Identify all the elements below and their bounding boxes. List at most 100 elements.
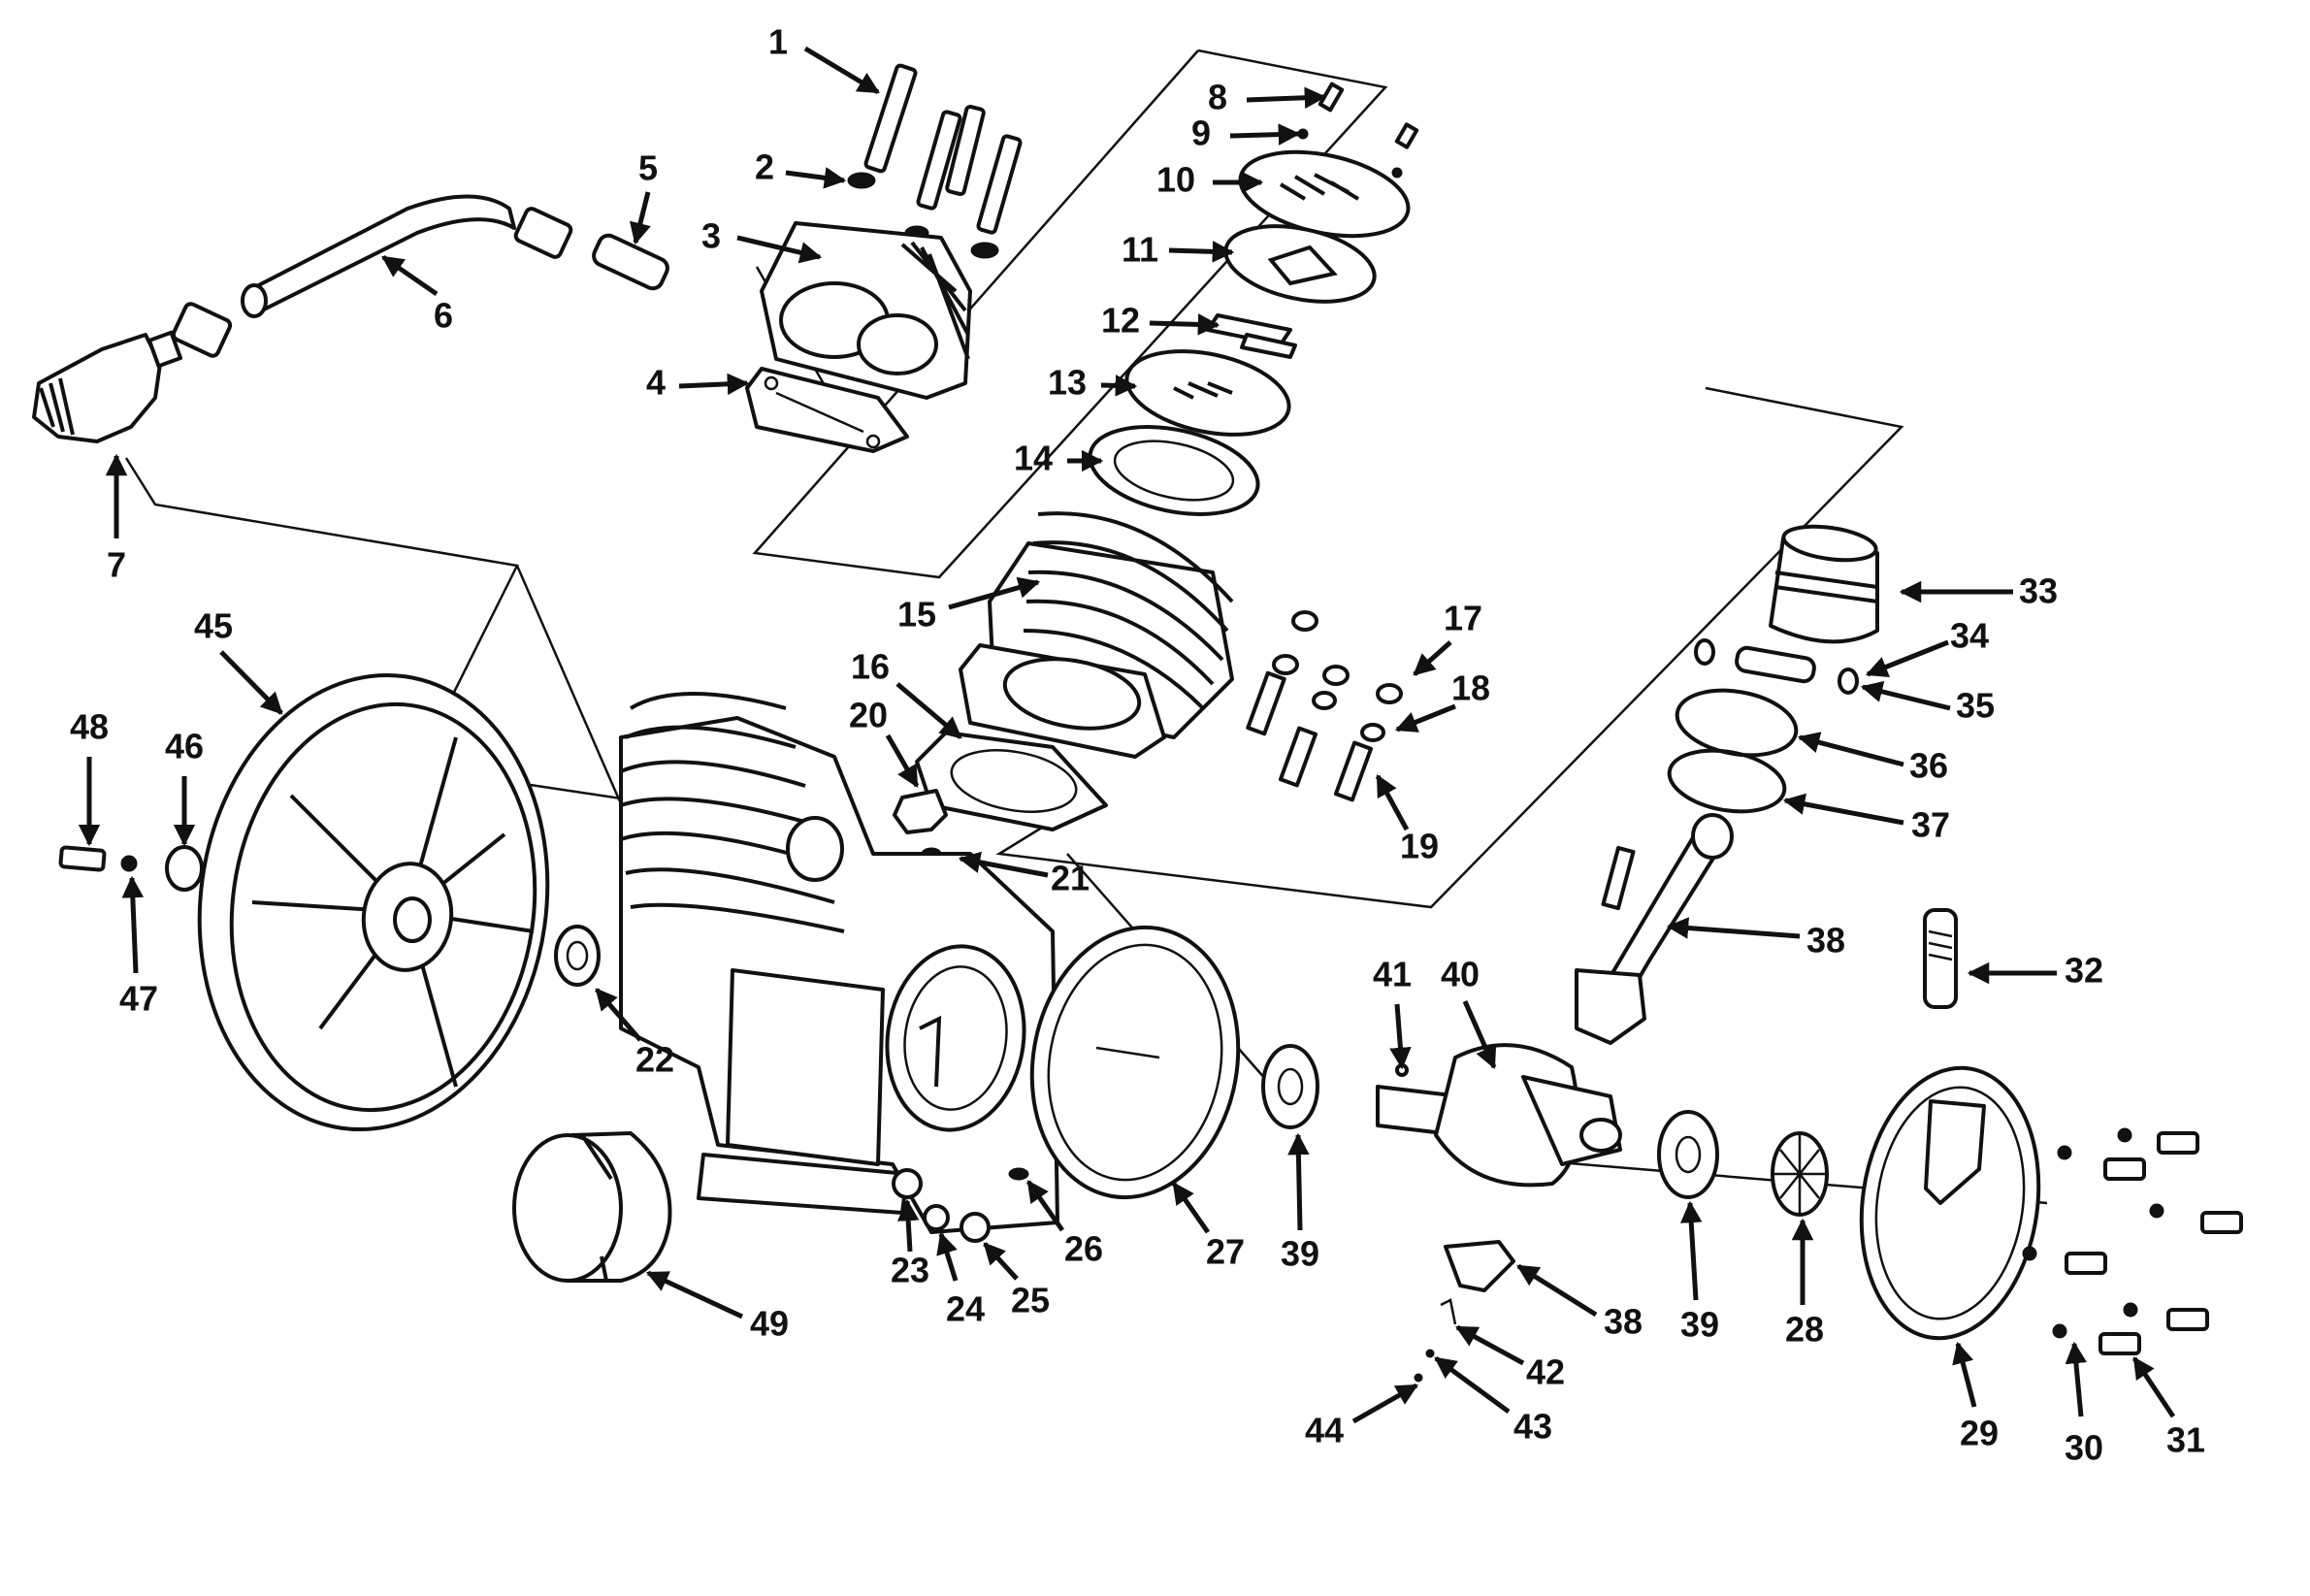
flywheel-fasteners	[58, 845, 204, 892]
callout-arrow-18	[1394, 703, 1456, 733]
callout-label-45: 45	[194, 606, 233, 646]
cylinder-head	[760, 221, 972, 400]
callout-label-5: 5	[638, 148, 658, 188]
callout-label-44: 44	[1305, 1411, 1344, 1450]
callout-arrow-39	[1679, 1200, 1703, 1301]
callout-arrow-1	[803, 46, 880, 95]
callout-label-36: 36	[1909, 746, 1948, 786]
callout-arrow-25	[983, 1242, 1019, 1281]
cylinder	[959, 511, 1234, 759]
callout-label-21: 21	[1051, 859, 1090, 898]
callout-arrow-41	[1389, 1003, 1412, 1070]
callout-label-6: 6	[434, 296, 453, 336]
callout-arrow-27	[1171, 1182, 1211, 1234]
callout-arrow-49	[645, 1270, 744, 1319]
callout-label-47: 47	[119, 979, 158, 1019]
callout-label-34: 34	[1950, 616, 1989, 656]
callout-arrow-8	[1246, 86, 1327, 110]
callout-arrow-17	[1413, 640, 1452, 676]
callout-label-35: 35	[1956, 686, 1995, 726]
callout-arrow-38	[1666, 917, 1801, 939]
callout-arrow-6	[381, 254, 439, 297]
callout-arrow-5	[629, 191, 651, 245]
callout-label-20: 20	[849, 696, 888, 735]
discharge-tube	[171, 194, 669, 358]
callout-label-9: 9	[1191, 114, 1211, 153]
wrist-pin	[1923, 908, 1958, 1009]
callout-label-1: 1	[768, 22, 788, 62]
callout-arrow-26	[1025, 1180, 1065, 1232]
callout-label-19: 19	[1400, 827, 1439, 866]
callout-arrow-19	[1375, 774, 1410, 831]
side-cover	[1029, 925, 1241, 1200]
callout-arrow-22	[595, 988, 642, 1042]
callout-arrow-9	[1229, 123, 1301, 146]
callout-label-18: 18	[1451, 668, 1490, 708]
callout-arrow-20	[885, 733, 920, 788]
main-bearings	[1261, 1044, 1719, 1199]
callout-arrow-34	[1865, 639, 1949, 677]
callout-label-41: 41	[1373, 955, 1412, 994]
flywheel	[197, 672, 550, 1132]
callout-label-46: 46	[165, 727, 204, 766]
callout-label-12: 12	[1101, 301, 1140, 341]
callout-arrow-37	[1782, 793, 1904, 826]
callout-label-26: 26	[1064, 1229, 1103, 1269]
callout-arrow-30	[2065, 1341, 2088, 1417]
callout-arrow-29	[1952, 1341, 1977, 1408]
crankshaft	[1376, 1043, 1622, 1188]
callout-label-30: 30	[2065, 1428, 2103, 1468]
callout-arrow-47	[121, 875, 145, 974]
callout-label-23: 23	[891, 1251, 929, 1290]
head-bolts	[847, 63, 1023, 259]
callout-arrow-23	[896, 1198, 920, 1253]
callout-arrow-35	[1860, 680, 1951, 711]
callout-label-38: 38	[1604, 1302, 1643, 1342]
callout-label-31: 31	[2166, 1420, 2205, 1460]
callout-arrow-31	[2131, 1356, 2176, 1418]
callout-arrow-42	[1455, 1324, 1525, 1366]
callout-arrow-45	[219, 650, 283, 715]
callout-label-27: 27	[1206, 1232, 1245, 1272]
callout-label-25: 25	[1011, 1281, 1050, 1320]
callout-label-10: 10	[1156, 160, 1195, 200]
callout-label-43: 43	[1513, 1407, 1552, 1447]
callout-arrow-43	[1434, 1355, 1511, 1415]
studs-and-nuts	[1246, 610, 1403, 802]
callout-label-3: 3	[701, 216, 721, 256]
callout-label-24: 24	[946, 1289, 985, 1329]
oil-seal	[1771, 1131, 1829, 1217]
callout-arrow-38	[1516, 1263, 1598, 1318]
callout-arrow-40	[1462, 999, 1497, 1070]
callout-arrow-2	[785, 167, 847, 189]
pulley	[512, 1131, 672, 1283]
callout-arrow-12	[1149, 313, 1220, 336]
cylinder-gasket	[915, 731, 1108, 831]
callout-arrow-16	[895, 682, 962, 739]
callout-label-4: 4	[646, 363, 666, 403]
crankcase	[619, 692, 1059, 1234]
callout-label-32: 32	[2065, 951, 2103, 991]
callout-arrow-36	[1797, 732, 1904, 767]
callout-arrow-15	[948, 576, 1041, 610]
callout-arrow-11	[1168, 241, 1235, 263]
callout-label-17: 17	[1444, 599, 1482, 638]
callout-label-15: 15	[897, 595, 936, 635]
callout-label-8: 8	[1208, 78, 1227, 117]
callout-label-40: 40	[1441, 955, 1480, 994]
callout-label-7: 7	[107, 545, 126, 585]
callout-label-13: 13	[1048, 363, 1087, 403]
callout-label-22: 22	[635, 1040, 674, 1080]
callout-arrow-21	[958, 851, 1049, 878]
callout-arrow-3	[736, 235, 823, 264]
callout-arrow-39	[1287, 1132, 1310, 1231]
cover-bolts	[2022, 1127, 2243, 1355]
piston-group	[1667, 524, 1879, 814]
crank-pins	[1414, 1298, 1457, 1383]
callout-label-33: 33	[2019, 571, 2058, 611]
callout-label-49: 49	[750, 1304, 789, 1344]
piston-frame	[995, 386, 1904, 909]
end-cover	[1859, 1065, 2041, 1341]
